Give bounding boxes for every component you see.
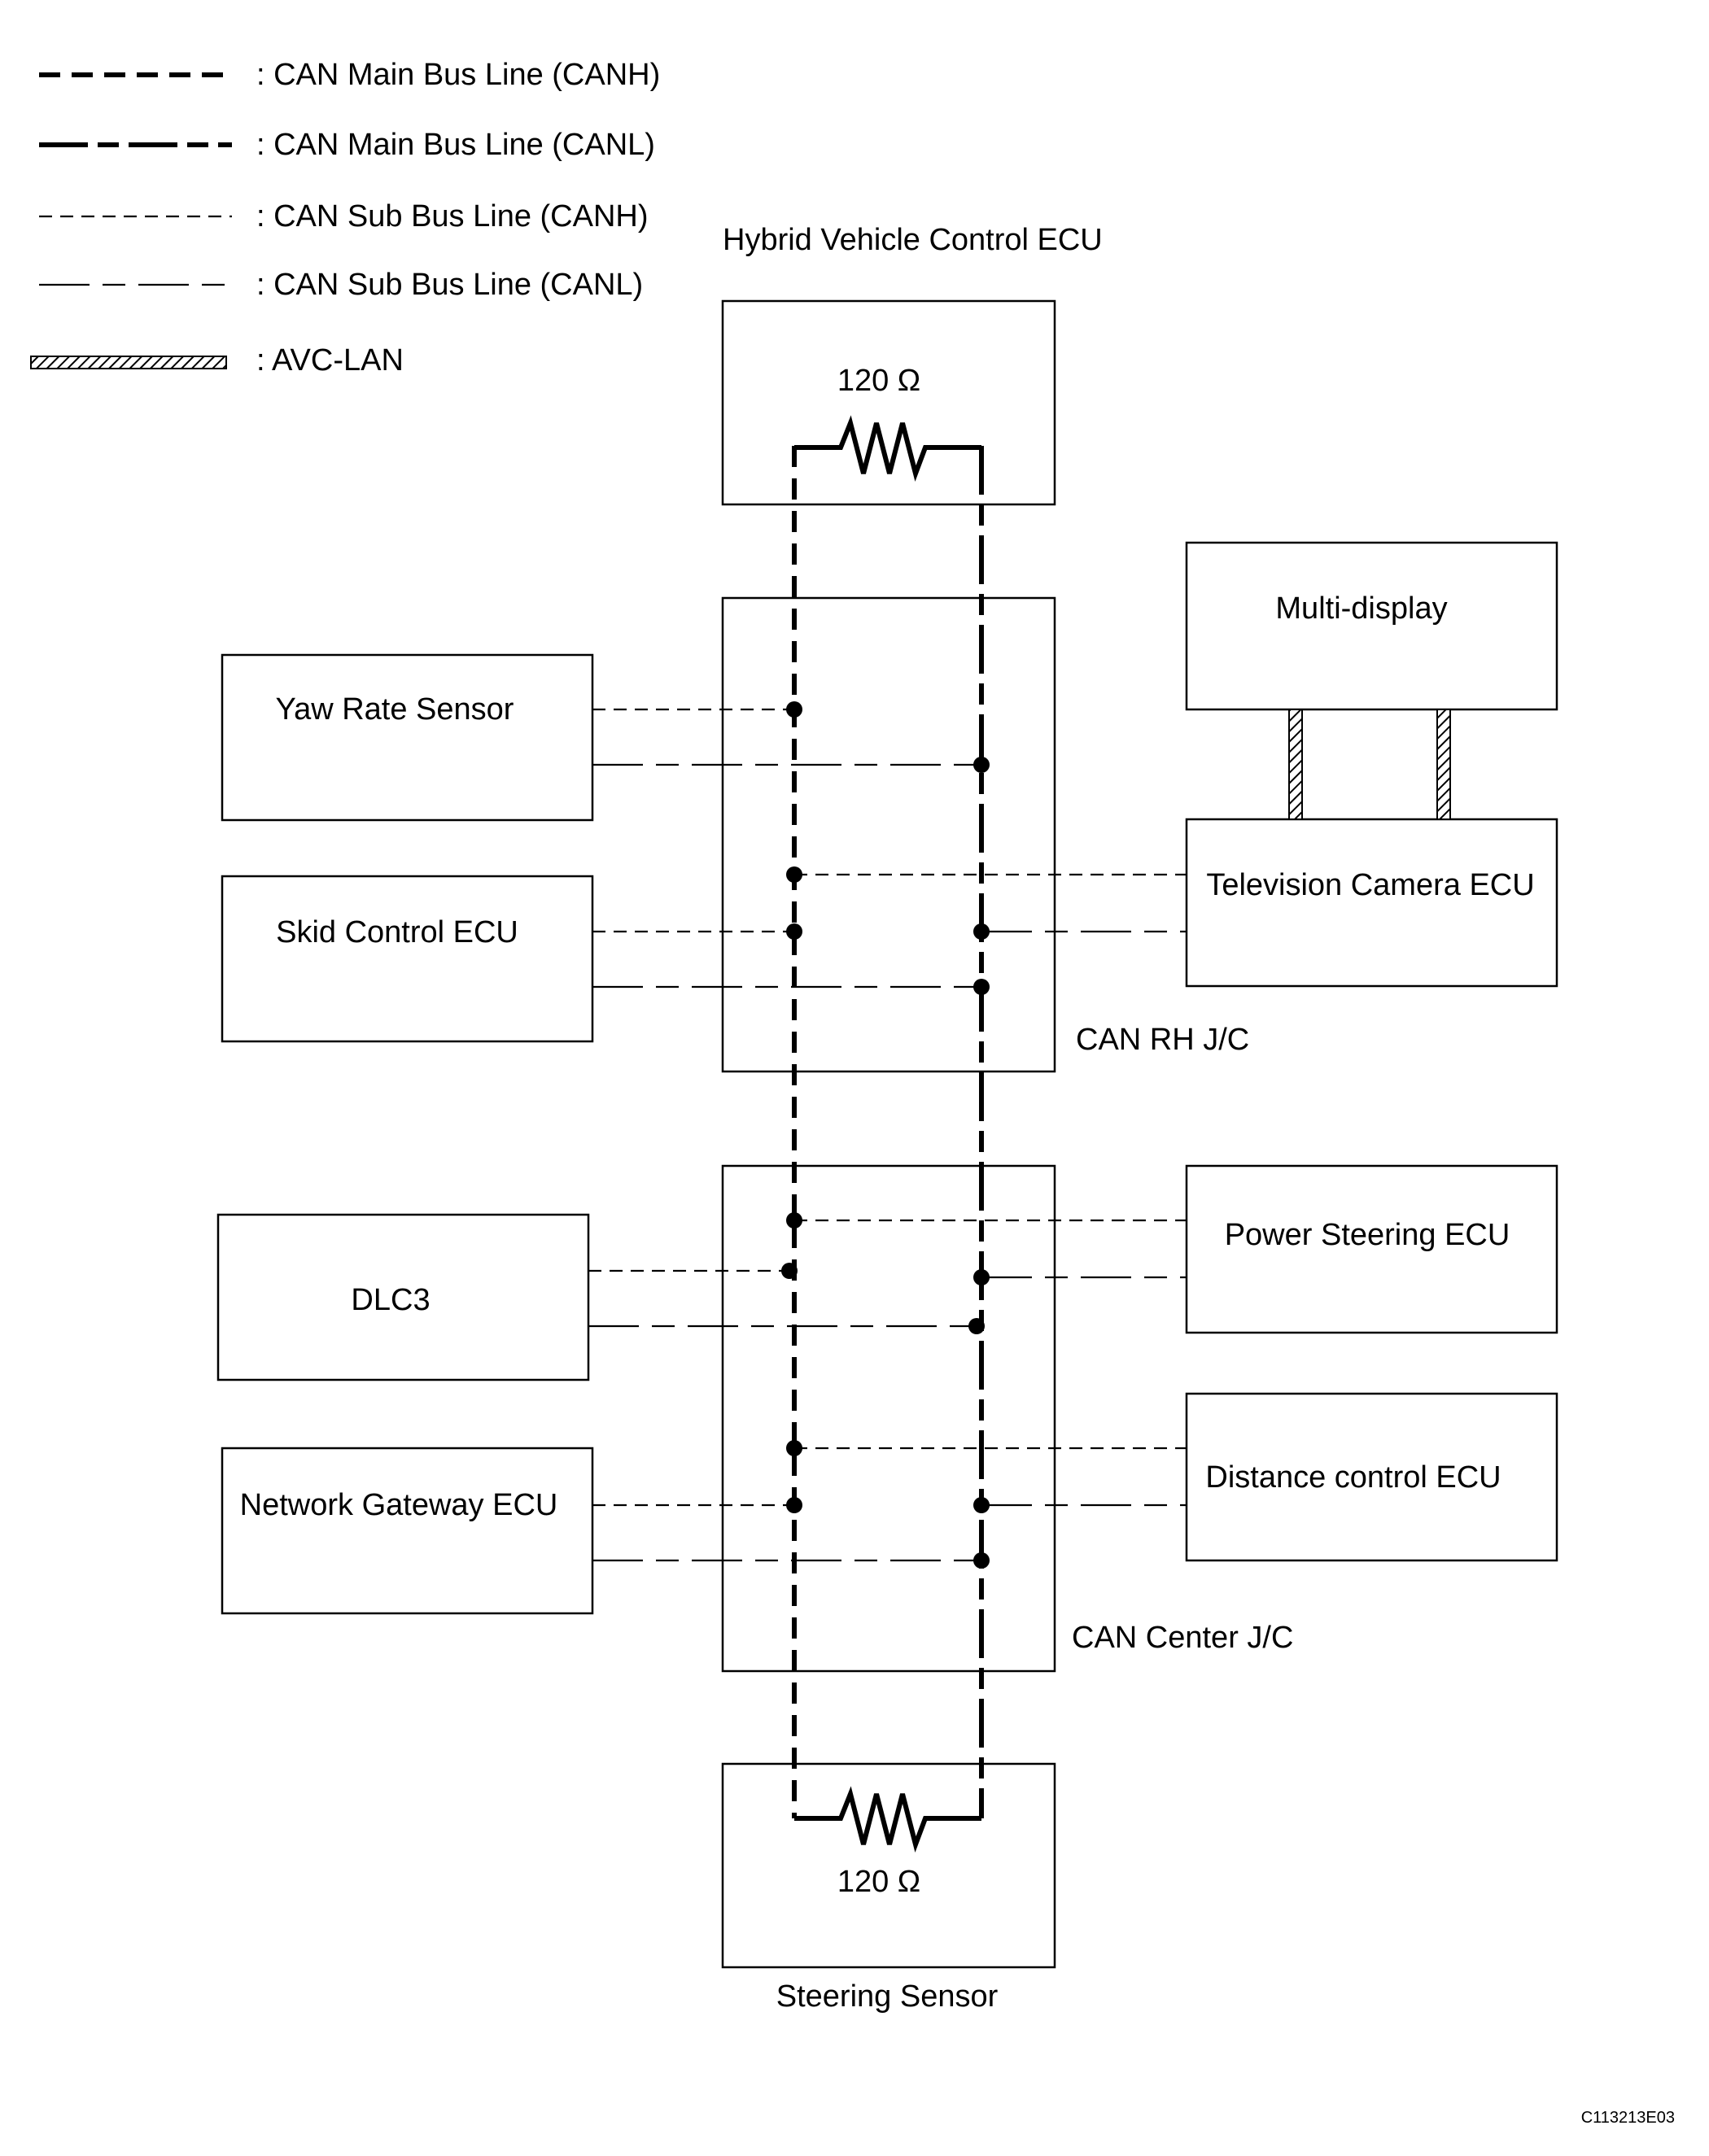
- junction-dot: [973, 757, 990, 773]
- skid-control-ecu-box: [221, 875, 594, 1043]
- legend-can-sub-canl-label: : CAN Sub Bus Line (CANL): [256, 268, 643, 302]
- power-steering-ecu-box: [1185, 1164, 1558, 1334]
- can-center-jc-box: [721, 1164, 1056, 1673]
- skid-control-ecu-label: Skid Control ECU: [276, 915, 518, 949]
- legend-avc-lan-label: : AVC-LAN: [256, 343, 404, 378]
- legend-avc-lan-swatch: [30, 356, 227, 369]
- avc-lan-link-left: [1288, 709, 1303, 820]
- television-camera-ecu-label: Television Camera ECU: [1206, 868, 1534, 902]
- junction-dot: [786, 866, 802, 883]
- junction-dot: [786, 1440, 802, 1456]
- yaw-rate-sensor-label: Yaw Rate Sensor: [276, 692, 514, 727]
- figure-code: C113213E03: [1581, 2109, 1675, 2127]
- junction-dots: [781, 701, 990, 1569]
- avc-lan-link-right: [1436, 709, 1451, 820]
- multi-display-box: [1185, 541, 1558, 711]
- network-gateway-ecu-box: [221, 1447, 594, 1615]
- steering-sensor-label: Steering Sensor: [776, 1979, 999, 2014]
- junction-dot: [973, 979, 990, 995]
- hybrid-vehicle-control-ecu-label: Hybrid Vehicle Control ECU: [723, 223, 1103, 257]
- component-boxes: [216, 299, 1558, 1969]
- avc-lan-links: [1288, 709, 1451, 820]
- main-bus: [792, 415, 984, 1853]
- dlc3-box: [216, 1213, 590, 1381]
- can-rh-jc-label: CAN RH J/C: [1076, 1023, 1249, 1057]
- dlc3-label: DLC3: [351, 1283, 430, 1317]
- junction-dot: [973, 1552, 990, 1569]
- junction-dot: [786, 923, 802, 940]
- junction-dot: [973, 923, 990, 940]
- legend-can-main-canl-label: : CAN Main Bus Line (CANL): [256, 128, 655, 162]
- terminating-resistor-bottom: [794, 1786, 981, 1853]
- junction-dot: [973, 1497, 990, 1513]
- legend-can-main-canh-label: : CAN Main Bus Line (CANH): [256, 58, 660, 92]
- junction-dot: [973, 1269, 990, 1285]
- junction-dot: [786, 1212, 802, 1229]
- can-center-jc-label: CAN Center J/C: [1072, 1621, 1293, 1655]
- distance-control-ecu-box: [1185, 1392, 1558, 1562]
- sub-bus-branches: [588, 708, 1187, 1562]
- junction-dot: [781, 1263, 798, 1279]
- junction-dot: [786, 1497, 802, 1513]
- steering-sensor-box: [721, 1762, 1056, 1969]
- junction-dot: [786, 701, 802, 718]
- can-rh-jc-box: [721, 596, 1056, 1073]
- resistor-bottom-value: 120 Ω: [837, 1865, 920, 1899]
- television-camera-ecu-box: [1185, 818, 1558, 988]
- legend-can-sub-canh-label: : CAN Sub Bus Line (CANH): [256, 199, 649, 233]
- legend: : CAN Main Bus Line (CANH) : CAN Main Bu…: [30, 58, 660, 378]
- resistor-top-value: 120 Ω: [837, 364, 920, 398]
- yaw-rate-sensor-box: [221, 653, 594, 822]
- labels: Hybrid Vehicle Control ECU 120 Ω Yaw Rat…: [240, 223, 1675, 2127]
- junction-dot: [968, 1318, 985, 1334]
- multi-display-label: Multi-display: [1275, 591, 1447, 626]
- terminating-resistor-top: [794, 415, 981, 482]
- network-gateway-ecu-label: Network Gateway ECU: [240, 1488, 558, 1522]
- power-steering-ecu-label: Power Steering ECU: [1225, 1218, 1510, 1252]
- distance-control-ecu-label: Distance control ECU: [1205, 1460, 1501, 1495]
